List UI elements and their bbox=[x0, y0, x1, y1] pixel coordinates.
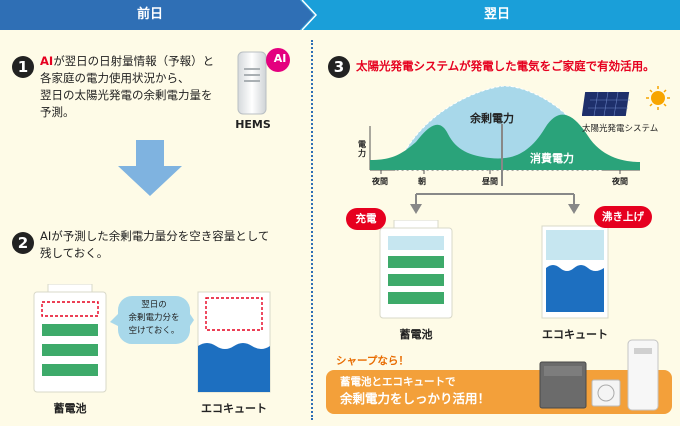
battery-after-label: 蓄電池 bbox=[399, 328, 433, 341]
consumption-label: 消費電力 bbox=[530, 152, 574, 165]
step2-text: AIが予測した余剰電力量分を空き容量として 残しておく。 bbox=[40, 229, 270, 260]
down-arrow-icon bbox=[118, 140, 182, 196]
surplus-label: 余剰電力 bbox=[470, 112, 514, 125]
step3-number: 3 bbox=[328, 56, 350, 78]
solar-panel-icon bbox=[582, 86, 670, 117]
header-next-day: 翌日 bbox=[483, 7, 510, 22]
solar-label: 太陽光発電システム bbox=[582, 124, 659, 134]
battery-before-icon bbox=[33, 284, 107, 393]
column-divider bbox=[311, 40, 313, 420]
ecocute-after-label: エコキュート bbox=[542, 328, 608, 341]
ecocute-before-label: エコキュート bbox=[201, 402, 267, 415]
x-tick-night-end: 夜間 bbox=[612, 177, 628, 186]
x-tick-morning: 朝 bbox=[418, 177, 426, 186]
sharp-banner-text: 蓄電池とエコキュートで 余剰電力をしっかり活用！ bbox=[340, 376, 491, 406]
reserve-bubble bbox=[110, 296, 194, 344]
battery-after-icon bbox=[379, 220, 453, 319]
x-tick-daytime: 昼間 bbox=[482, 177, 498, 186]
consumption-area bbox=[370, 114, 640, 170]
battery-before-label: 蓄電池 bbox=[53, 402, 87, 415]
sharp-tag: シャープなら！ bbox=[336, 355, 409, 367]
hems-label: HEMS bbox=[235, 118, 271, 131]
step1-number: 1 bbox=[12, 56, 34, 78]
ecocute-after-icon bbox=[541, 225, 609, 319]
hems-device-icon bbox=[237, 48, 290, 115]
header-left-bg bbox=[0, 0, 314, 30]
hems-ai-badge: AI bbox=[273, 52, 287, 65]
charge-tag: 充電 bbox=[346, 208, 386, 230]
step3-title: 太陽光発電システムが発電した電気をご家庭で有効活用。 bbox=[356, 59, 655, 73]
power-graph bbox=[369, 86, 640, 186]
step1-text: AIが翌日の日射量情報（予報）と 各家庭の電力使用状況から、 翌日の太陽光発電の… bbox=[40, 54, 215, 119]
reserve-bubble-text: 翌日の 余剰電力分を 空けておく。 bbox=[128, 300, 180, 336]
ecocute-before-icon bbox=[197, 291, 271, 393]
graph-y-axis-label: 電 力 bbox=[358, 140, 366, 158]
sharp-products-icon bbox=[539, 339, 659, 411]
step2-number: 2 bbox=[12, 232, 34, 254]
x-tick-night-start: 夜間 bbox=[372, 177, 388, 186]
step1-ai-word: AI bbox=[40, 54, 54, 68]
header-previous-day: 前日 bbox=[136, 7, 163, 22]
header-band bbox=[0, 0, 680, 30]
boil-tag: 沸き上げ bbox=[594, 206, 652, 228]
header-right-bg bbox=[300, 0, 680, 30]
branch-arrows bbox=[410, 193, 580, 214]
